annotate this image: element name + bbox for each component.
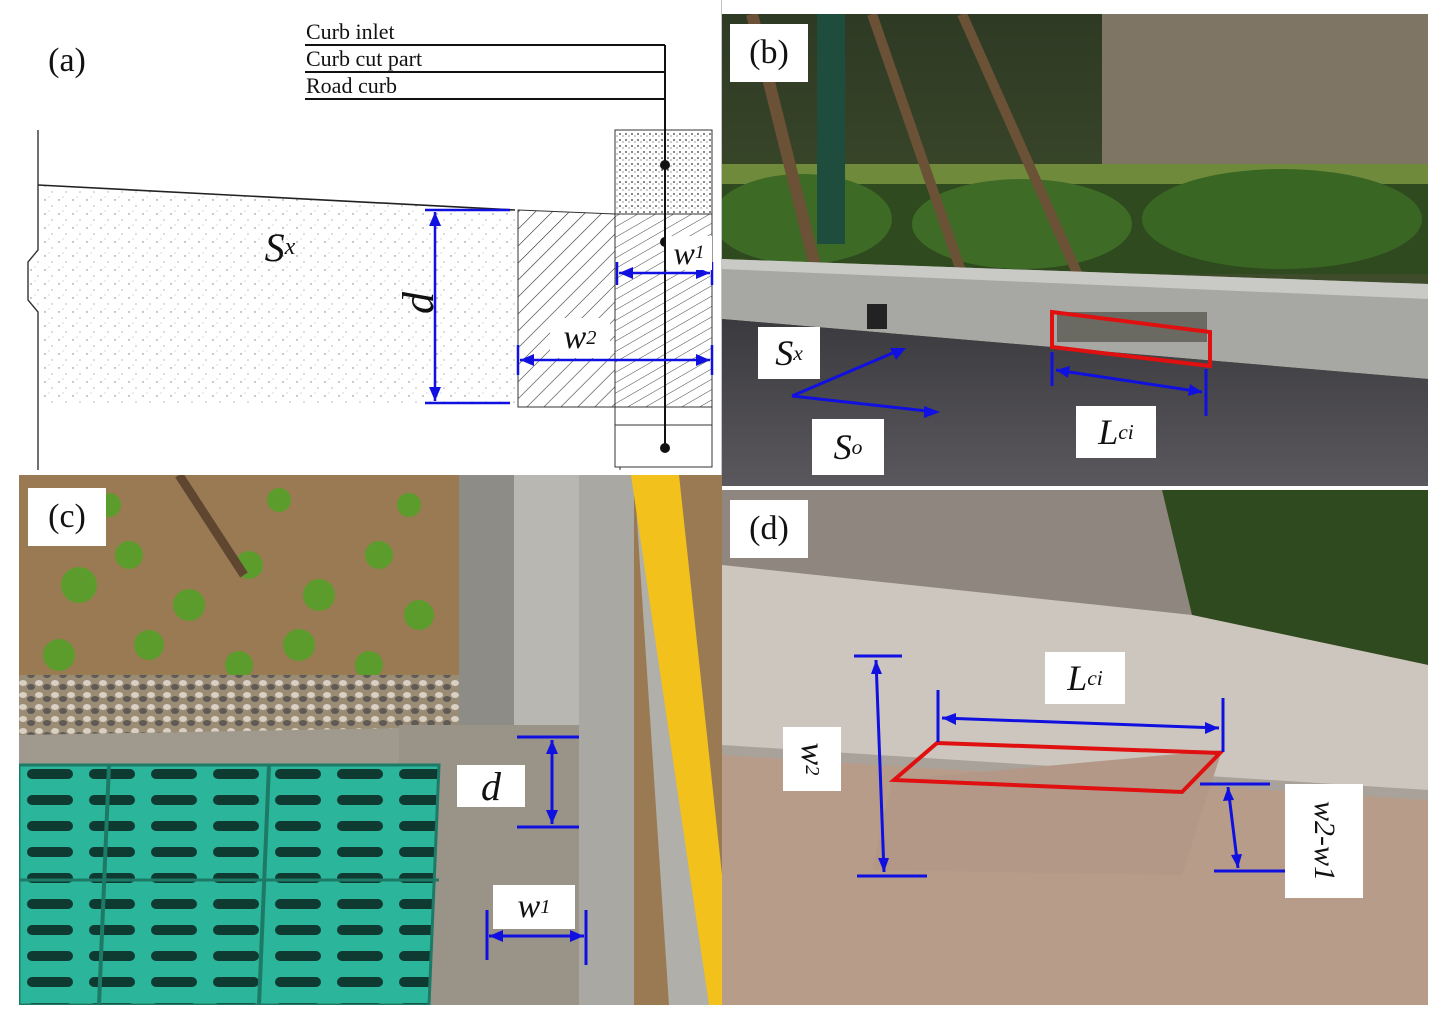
panel-c-label: (c) [28, 488, 106, 546]
panel-a-schematic: (a) Curb inlet Curb cut part Road curb S… [0, 0, 722, 475]
legend-curb-inlet: Curb inlet [306, 19, 395, 44]
curb-cross-section-diagram [27, 0, 722, 475]
d-symbol-a: d [393, 292, 443, 314]
w2-minus-w1-symbol-d: w2-w1 [1285, 784, 1363, 898]
panel-a-label: (a) [48, 42, 86, 79]
panel-d-label: (d) [730, 500, 808, 558]
curb-inlet-photo-b [722, 14, 1428, 486]
legend-road-curb: Road curb [306, 73, 398, 98]
legend-curb-cut-part: Curb cut part [306, 46, 423, 71]
panel-b-label: (b) [730, 24, 808, 82]
curb-inlet-photo-c [19, 475, 722, 1005]
d-symbol-c: d [457, 764, 525, 809]
